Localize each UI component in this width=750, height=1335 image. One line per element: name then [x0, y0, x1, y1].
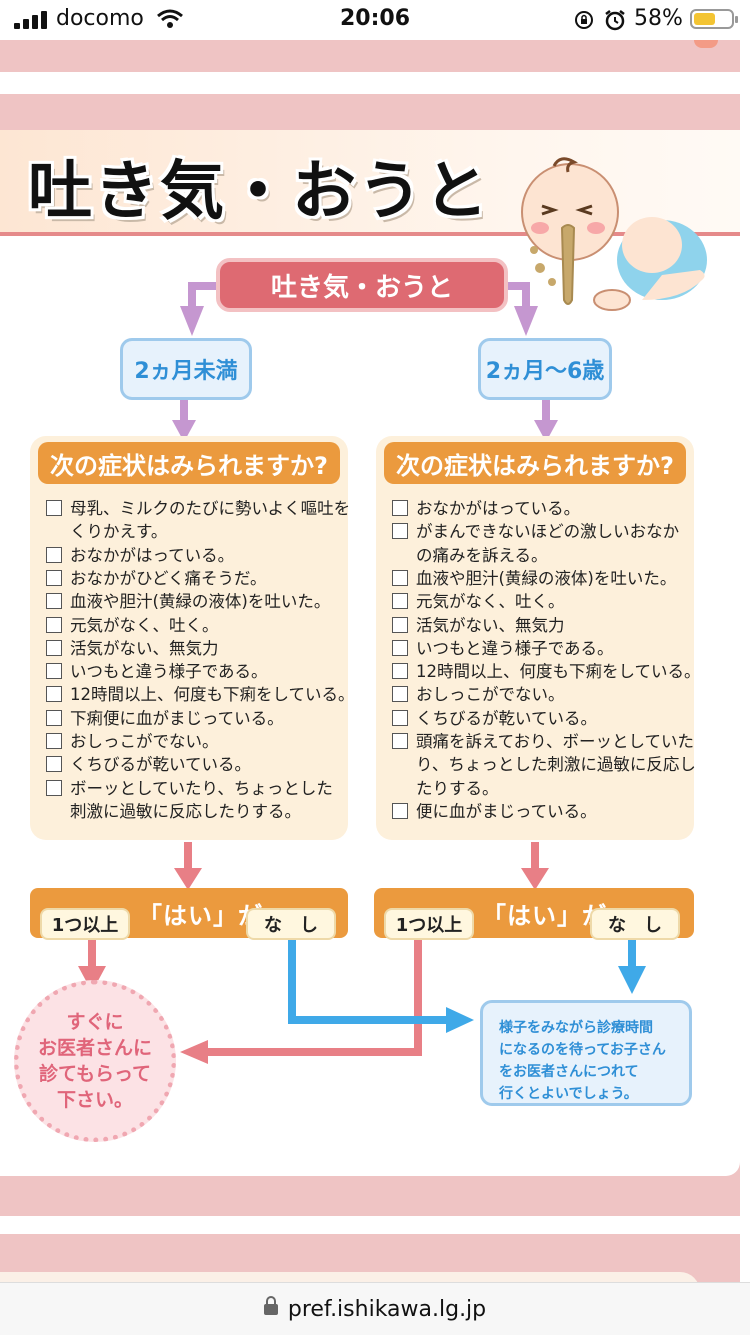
answer-label-left: 「はい」が — [138, 902, 263, 930]
symptom-text: おしっこがでない。 — [70, 732, 219, 751]
checkbox[interactable] — [392, 500, 408, 516]
checkbox[interactable] — [46, 546, 62, 563]
answer-none-right: な し — [590, 908, 680, 940]
symptom-panel-right — [376, 436, 694, 840]
wifi-icon — [157, 9, 183, 28]
page-title: 吐き気・おうと — [28, 155, 490, 229]
result-wait-line: 様子をみながら診療時間 — [499, 1020, 653, 1036]
result-urgent-line: 下さい。 — [56, 1089, 133, 1111]
symptom-text: いつもと違う様子である。 — [416, 638, 614, 658]
checkbox[interactable] — [46, 756, 62, 773]
title-underline — [0, 232, 740, 236]
symptom-panel-left — [30, 436, 348, 840]
symptom-text: ボーッとしていたり、ちょっとした — [70, 778, 333, 798]
checkbox[interactable] — [46, 639, 62, 656]
battery-icon — [690, 9, 738, 29]
symptom-text: 12時間以上、何度も下痢をしている。 — [70, 685, 355, 705]
symptom-text: 12時間以上、何度も下痢をしている。 — [416, 662, 701, 682]
checkbox[interactable] — [392, 663, 408, 680]
symptom-text: 活気がない、無気力 — [70, 638, 219, 658]
answer-yes-left: 1つ以上 — [40, 908, 130, 940]
checkbox[interactable] — [392, 639, 408, 656]
symptom-text: 刺激に過敏に反応したりする。 — [70, 801, 301, 821]
checkbox[interactable] — [392, 593, 408, 610]
symptom-text: 活気がない、無気力 — [416, 615, 565, 635]
carrier-name: docomo — [56, 6, 144, 31]
status-bar: docomo 20:06 58% — [0, 0, 750, 40]
checkbox[interactable] — [392, 523, 408, 540]
checkbox[interactable] — [46, 500, 62, 516]
symptom-text: がまんできないほどの激しいおなか — [416, 522, 680, 542]
symptom-text: たりする。 — [416, 778, 499, 798]
answer-yes-right: 1つ以上 — [384, 908, 474, 940]
rotation-lock-icon — [575, 11, 593, 29]
checkbox[interactable] — [46, 779, 62, 796]
age-under-2-months: 2ヵ月未満 — [120, 338, 252, 400]
question-heading-right: 次の症状はみられますか? — [384, 442, 686, 484]
symptom-text: 頭痛を訴えており、ボーッとしていた — [416, 732, 695, 751]
result-wait-line: をお医者さんにつれて — [499, 1064, 639, 1080]
result-urgent-line: すぐに — [66, 1011, 124, 1033]
symptom-text: 血液や胆汁(黄緑の液体)を吐いた。 — [70, 592, 331, 612]
checkbox[interactable] — [392, 733, 408, 749]
checkbox[interactable] — [46, 733, 62, 749]
symptom-text: 母乳、ミルクのたびに勢いよく嘔吐を — [70, 499, 351, 518]
symptom-text: 元気がなく、吐く。 — [416, 592, 565, 612]
battery-percent: 58% — [634, 6, 683, 31]
checkbox[interactable] — [392, 686, 408, 703]
alarm-icon — [605, 10, 625, 31]
checkbox[interactable] — [392, 802, 408, 819]
browser-url-bar[interactable]: pref.ishikawa.lg.jp — [0, 1282, 750, 1335]
symptom-text: くちびるが乾いている。 — [416, 708, 598, 728]
answer-label-right: 「はい」が — [482, 902, 607, 930]
checkbox[interactable] — [392, 569, 408, 586]
scroll-hint — [694, 40, 718, 48]
checkbox[interactable] — [46, 663, 62, 680]
symptom-text: 血液や胆汁(黄緑の液体)を吐いた。 — [416, 568, 677, 588]
lock-icon — [263, 1296, 278, 1315]
symptom-text: の痛みを訴える。 — [416, 545, 548, 565]
symptom-text: 便に血がまじっている。 — [416, 801, 597, 821]
result-urgent-line: お医者さんに — [37, 1037, 152, 1059]
symptom-text: おしっこがでない。 — [416, 685, 565, 705]
checkbox[interactable] — [46, 709, 62, 726]
symptom-text: 下痢便に血がまじっている。 — [70, 708, 284, 728]
symptom-text: くりかえす。 — [70, 522, 168, 542]
symptom-text: 元気がなく、吐く。 — [70, 615, 219, 635]
checkbox[interactable] — [46, 569, 62, 586]
symptom-text: おなかがはっている。 — [416, 499, 581, 518]
checkbox[interactable] — [392, 616, 408, 633]
clock: 20:06 — [340, 6, 411, 31]
result-see-doctor-now: すぐに お医者さんに 診てもらって 下さい。 — [14, 980, 176, 1142]
flow-title-box: 吐き気・おうと — [216, 258, 508, 312]
symptom-text: いつもと違う様子である。 — [70, 662, 268, 682]
result-wait-line: になるのを待ってお子さん — [499, 1042, 666, 1058]
symptom-text: くちびるが乾いている。 — [70, 755, 252, 775]
checkbox[interactable] — [46, 616, 62, 633]
checkbox[interactable] — [46, 593, 62, 610]
symptom-text: おなかがはっている。 — [70, 545, 235, 565]
checkbox[interactable] — [392, 709, 408, 726]
symptom-text: おなかがひどく痛そうだ。 — [70, 568, 267, 588]
signal-icon — [14, 11, 50, 29]
checkbox[interactable] — [46, 686, 62, 703]
result-urgent-line: 診てもらって — [38, 1063, 152, 1085]
vomiting-baby-illustration — [521, 157, 707, 311]
url-text[interactable]: pref.ishikawa.lg.jp — [287, 1297, 487, 1322]
question-heading-left: 次の症状はみられますか? — [38, 442, 340, 484]
previous-card-band — [0, 40, 740, 72]
answer-none-left: な し — [246, 908, 336, 940]
age-2-months-to-6-years: 2ヵ月〜6歳 — [478, 338, 612, 400]
result-wait-for-clinic-hours: 様子をみながら診療時間 になるのを待ってお子さん をお医者さんにつれて 行くとよ… — [480, 1000, 692, 1106]
result-wait-line: 行くとよいでしょう。 — [499, 1086, 638, 1102]
symptom-text: り、ちょっとした刺激に過敏に反応し — [416, 755, 696, 775]
